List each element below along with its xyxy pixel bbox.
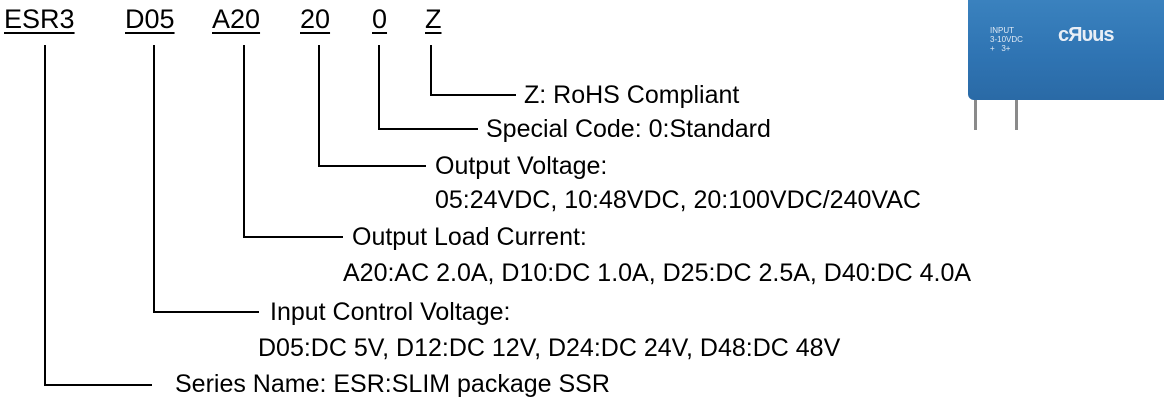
code-special: 0	[372, 4, 388, 34]
desc-input-voltage-options: D05:DC 5V, D12:DC 12V, D24:DC 24V, D48:D…	[258, 334, 841, 362]
desc-output-voltage-title: Output Voltage:	[435, 152, 608, 180]
code-series: ESR3	[4, 4, 75, 34]
code-rohs: Z	[425, 4, 442, 34]
leader-output-voltage-horizontal	[318, 165, 426, 167]
leader-rohs-vertical	[430, 45, 432, 96]
leader-special-horizontal	[378, 128, 478, 130]
leader-load-current-horizontal	[243, 236, 343, 238]
leader-input-voltage-horizontal	[153, 311, 259, 313]
ssr-pin	[1015, 100, 1018, 130]
leader-series-horizontal	[44, 384, 152, 386]
code-output-voltage: 20	[300, 4, 331, 34]
desc-input-voltage-title: Input Control Voltage:	[270, 298, 511, 326]
leader-rohs-horizontal	[430, 94, 516, 96]
ssr-input-label: INPUT 3-10VDC + 3+	[990, 26, 1023, 53]
leader-special-vertical	[378, 45, 380, 130]
desc-output-voltage-options: 05:24VDC, 10:48VDC, 20:100VDC/240VAC	[435, 186, 921, 214]
desc-special: Special Code: 0:Standard	[486, 115, 771, 143]
leader-input-voltage-vertical	[153, 45, 155, 313]
code-input-voltage: D05	[125, 4, 175, 34]
code-load-current: A20	[212, 4, 261, 34]
ul-certification-icon: cЯυus	[1058, 24, 1114, 46]
leader-load-current-vertical	[243, 45, 245, 238]
leader-series-vertical	[44, 45, 46, 386]
desc-series: Series Name: ESR:SLIM package SSR	[175, 370, 610, 398]
leader-output-voltage-vertical	[318, 45, 320, 167]
desc-rohs: Z: RoHS Compliant	[524, 81, 740, 109]
desc-load-current-title: Output Load Current:	[352, 223, 587, 251]
desc-load-current-options: A20:AC 2.0A, D10:DC 1.0A, D25:DC 2.5A, D…	[343, 259, 972, 287]
product-photo: INPUT 3-10VDC + 3+ cЯυus	[968, 0, 1164, 130]
ssr-body: INPUT 3-10VDC + 3+ cЯυus	[968, 0, 1164, 100]
ssr-pin	[974, 100, 977, 130]
